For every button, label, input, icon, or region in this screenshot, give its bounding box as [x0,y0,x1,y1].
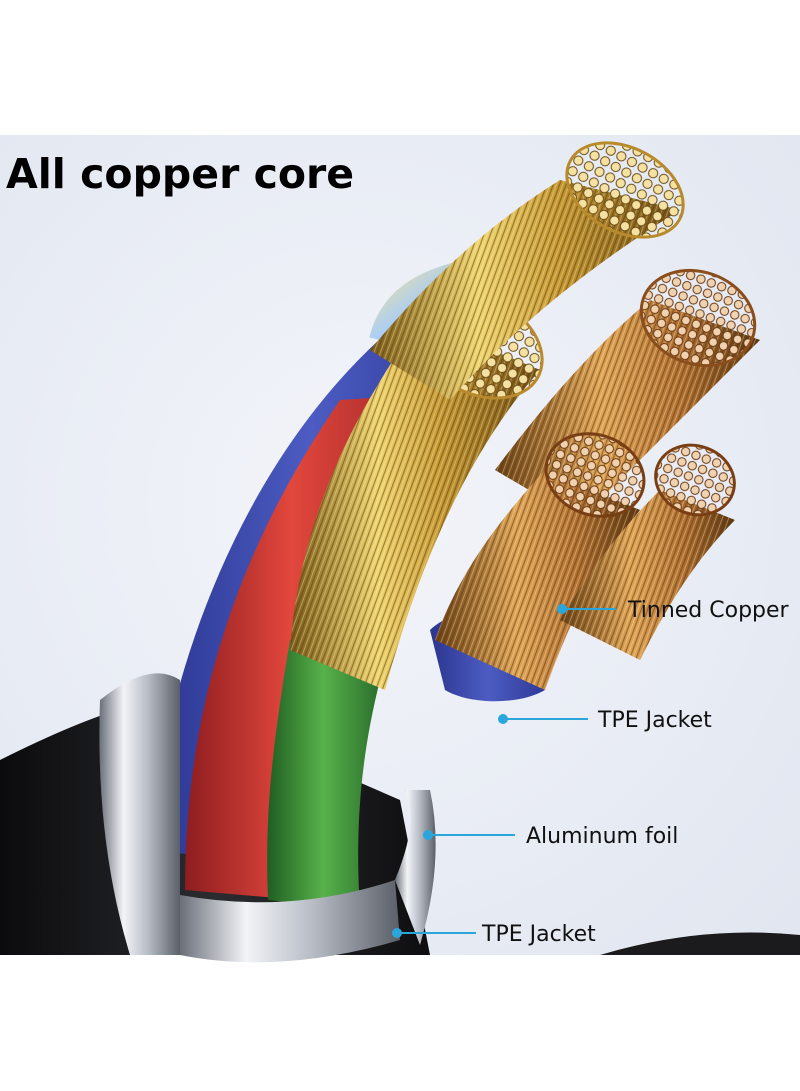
label-tpe-jacket-inner: TPE Jacket [598,708,712,733]
green-wire [267,640,380,910]
small-copper-end [654,443,736,517]
callout-lines [392,604,616,938]
callout-dot-aluminum-foil [423,830,433,840]
top-copper-end [565,141,685,239]
label-aluminum-foil: Aluminum foil [526,824,679,849]
callout-dot-tpe-jacket-outer [392,928,402,938]
label-tinned-copper: Tinned Copper [628,598,789,623]
callout-dot-tinned-copper [557,604,567,614]
right-copper-end [639,268,757,368]
callout-dot-tpe-jacket-inner [498,714,508,724]
label-tpe-jacket-outer: TPE Jacket [482,922,596,947]
page-title: All copper core [6,150,355,198]
aluminum-foil-ring [99,673,180,955]
middle-copper-end [544,432,646,518]
